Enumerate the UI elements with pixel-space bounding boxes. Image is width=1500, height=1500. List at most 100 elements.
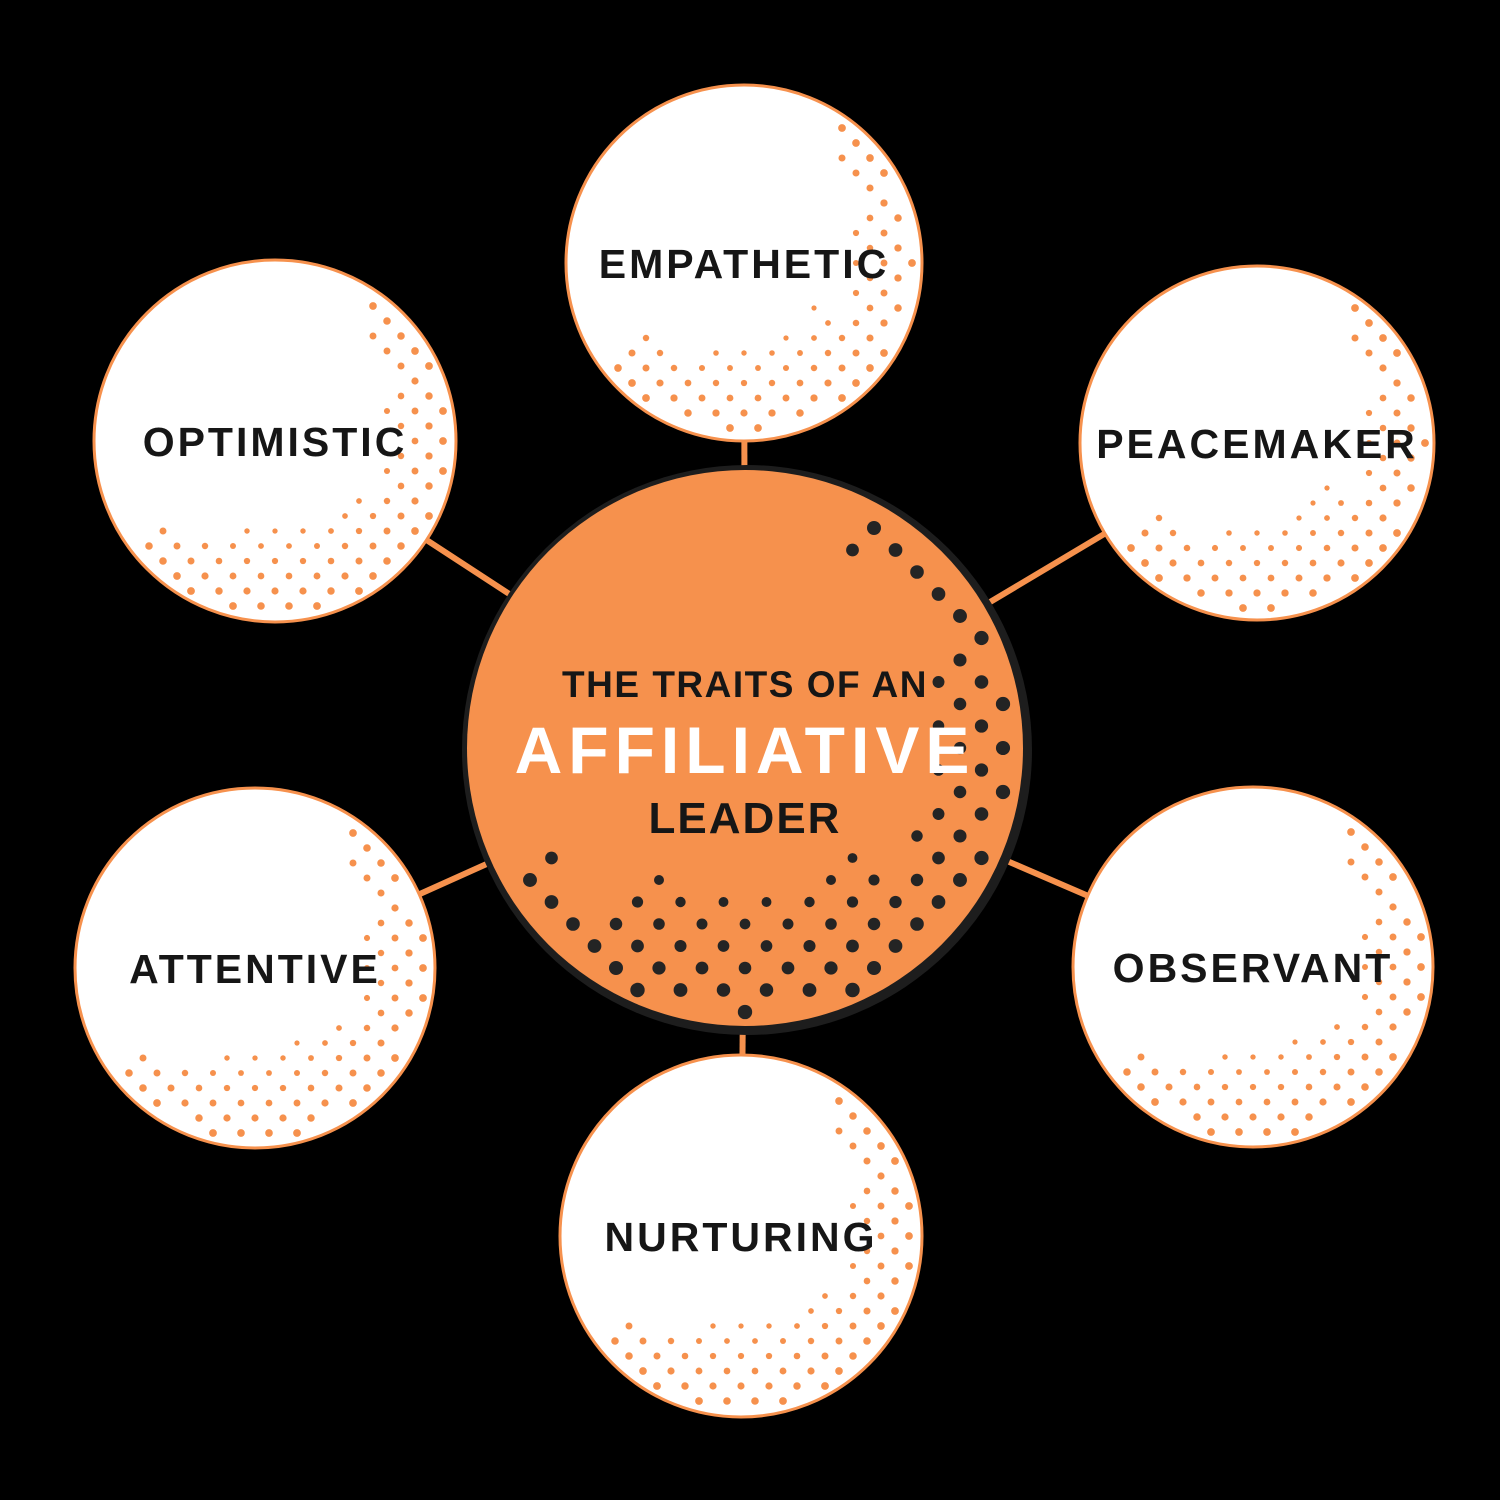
halftone-dot — [642, 364, 650, 372]
halftone-dot — [709, 1352, 717, 1360]
halftone-dot — [760, 940, 773, 952]
halftone-dot — [888, 543, 903, 557]
halftone-dot — [1236, 1069, 1242, 1075]
halftone-dot — [307, 1084, 315, 1092]
halftone-dots — [1123, 828, 1425, 1136]
halftone-dot — [807, 1337, 815, 1345]
halftone-dot — [1155, 544, 1163, 552]
halftone-dots — [614, 124, 916, 432]
halftone-dot — [877, 1202, 885, 1210]
halftone-dot — [880, 169, 888, 177]
halftone-dot — [1295, 574, 1303, 582]
halftone-dot — [849, 1202, 857, 1210]
halftone-dot — [974, 807, 989, 821]
halftone-dot — [1375, 1038, 1383, 1046]
halftone-dot — [195, 1084, 203, 1092]
halftone-dot — [349, 1099, 357, 1107]
halftone-dot — [695, 1337, 703, 1345]
halftone-dot — [279, 1114, 287, 1122]
halftone-dot — [698, 394, 706, 402]
halftone-dot — [779, 1367, 787, 1375]
halftone-dot — [1337, 529, 1345, 537]
halftone-dot — [1169, 529, 1177, 537]
halftone-dot — [1211, 574, 1219, 582]
halftone-dot — [808, 1308, 814, 1314]
halftone-dot — [863, 1127, 871, 1135]
halftone-dot — [931, 587, 946, 601]
halftone-dot — [1361, 993, 1369, 1001]
halftone-dot — [523, 873, 537, 887]
halftone-dot — [349, 859, 357, 867]
halftone-dot — [1296, 515, 1302, 521]
halftone-dot — [1403, 978, 1411, 986]
halftone-dot — [1323, 574, 1331, 582]
halftone-dot — [877, 1292, 885, 1300]
halftone-dot — [285, 602, 293, 610]
halftone-dot — [609, 917, 623, 931]
halftone-dot — [391, 874, 399, 882]
halftone-dot — [237, 1099, 245, 1107]
halftone-dot — [349, 829, 357, 837]
halftone-dot — [1379, 544, 1387, 552]
halftone-dot — [974, 850, 989, 866]
halftone-dot — [1263, 1098, 1271, 1106]
trait-label-attentive: ATTENTIVE — [129, 946, 381, 992]
halftone-dot — [863, 1307, 871, 1315]
halftone-dot — [377, 919, 385, 927]
halftone-dot — [125, 1069, 133, 1077]
halftone-dot — [181, 1069, 189, 1077]
halftone-dot — [1291, 1098, 1299, 1106]
halftone-dot — [1338, 500, 1344, 506]
halftone-dot — [739, 918, 751, 930]
halftone-dot — [1277, 1083, 1285, 1091]
halftone-dot — [1151, 1068, 1159, 1076]
halftone-dot — [845, 982, 860, 998]
halftone-dot — [838, 394, 846, 402]
halftone-dot — [411, 347, 419, 355]
halftone-dot — [397, 512, 405, 520]
halftone-dot — [1264, 1069, 1270, 1075]
halftone-dot — [894, 304, 902, 312]
halftone-dot — [313, 542, 321, 550]
halftone-dot — [1183, 544, 1191, 552]
halftone-dot — [852, 349, 860, 357]
halftone-dot — [209, 1129, 217, 1137]
halftone-dot — [243, 557, 251, 565]
halftone-dot — [877, 1262, 885, 1270]
center-title-line2: AFFILIATIVE — [515, 713, 976, 787]
halftone-dot — [849, 1142, 857, 1150]
halftone-dot — [1333, 1053, 1341, 1061]
halftone-dot — [1226, 530, 1232, 536]
halftone-dot — [852, 379, 860, 387]
halftone-dot — [1239, 604, 1247, 612]
halftone-dot — [880, 319, 888, 327]
halftone-dot — [824, 379, 832, 387]
node-peacemaker: PEACEMAKER — [1078, 264, 1436, 622]
halftone-dot — [796, 379, 804, 387]
halftone-dot — [299, 557, 307, 565]
halftone-dot — [377, 1039, 385, 1047]
halftone-dot — [1310, 530, 1316, 536]
halftone-dot — [880, 289, 888, 297]
halftone-dot — [544, 895, 559, 909]
halftone-dot — [243, 587, 251, 595]
halftone-dot — [908, 259, 916, 267]
halftone-dot — [838, 334, 846, 342]
halftone-dot — [807, 1367, 815, 1375]
halftone-dot — [1351, 334, 1359, 342]
halftone-dot — [826, 875, 836, 885]
halftone-dot — [383, 497, 391, 505]
halftone-dot — [761, 897, 772, 907]
halftone-dot — [877, 1322, 885, 1330]
halftone-dot — [187, 557, 195, 565]
halftone-dot — [1403, 918, 1411, 926]
halftone-dot — [322, 1040, 328, 1046]
halftone-dot — [405, 949, 413, 957]
halftone-dot — [653, 1382, 661, 1390]
halftone-dot — [835, 1307, 843, 1315]
halftone-dot — [755, 365, 761, 371]
halftone-dot — [355, 557, 363, 565]
halftone-dot — [1179, 1098, 1187, 1106]
halftone-dot — [439, 437, 447, 445]
halftone-dot — [397, 332, 405, 340]
